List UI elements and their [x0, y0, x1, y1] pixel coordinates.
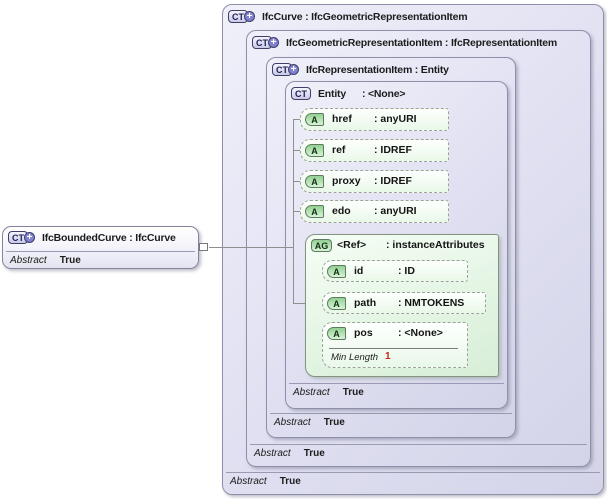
node-title-type: : <None>	[361, 87, 406, 100]
attribute-icon: A	[305, 205, 324, 218]
abstract-label: Abstract	[293, 387, 330, 398]
plus-icon[interactable]: +	[268, 37, 279, 48]
attribute-icon: A	[305, 113, 324, 126]
attribute-name: id	[354, 265, 364, 277]
abstract-footer: Abstract True	[6, 251, 195, 266]
abstract-value: True	[323, 417, 345, 428]
plus-icon[interactable]: +	[288, 64, 299, 75]
attribute-row-edo[interactable]: A edo : anyURI	[300, 200, 449, 223]
complex-type-icon: CT	[291, 87, 311, 100]
attribute-row-pos[interactable]: A pos : <None> Min Length 1	[322, 322, 468, 368]
abstract-value: True	[279, 476, 301, 487]
node-ifccurve-title: CT+ IfcCurve : IfcGeometricRepresentatio…	[228, 10, 468, 23]
attribute-type: : <None>	[398, 327, 443, 339]
min-length-label: Min Length	[331, 352, 379, 363]
attribute-type: : IDREF	[374, 175, 412, 187]
node-entity-title: CT Entity : <None>	[291, 87, 405, 100]
plus-icon[interactable]: +	[24, 232, 35, 243]
min-length-value: 1	[385, 351, 391, 362]
attribute-name: path	[354, 297, 377, 309]
attribute-row-id[interactable]: A id : ID	[322, 260, 468, 282]
node-title-text: IfcCurve : IfcGeometricRepresentationIte…	[262, 10, 468, 23]
attribute-row-proxy[interactable]: A proxy : IDREF	[300, 170, 449, 193]
node-title-text: IfcGeometricRepresentationItem : IfcRepr…	[286, 36, 558, 49]
abstract-footer: Abstract True	[250, 444, 587, 459]
node-repitem-title: CT+ IfcRepresentationItem : Entity	[272, 63, 449, 76]
abstract-label: Abstract	[274, 417, 311, 428]
node-ifcboundedcurve[interactable]: CT+ IfcBoundedCurve : IfcCurve Abstract …	[2, 226, 199, 269]
node-title-text: IfcRepresentationItem : Entity	[306, 63, 449, 76]
attribute-type: : ID	[398, 265, 415, 277]
attribute-name: edo	[332, 205, 351, 217]
node-title-text: Entity	[318, 87, 346, 100]
attribute-row-path[interactable]: A path : NMTOKENS	[322, 292, 486, 314]
attribute-name: proxy	[332, 175, 361, 187]
node-ifcboundedcurve-title: CT+ IfcBoundedCurve : IfcCurve	[8, 231, 176, 244]
attribute-icon: A	[327, 327, 346, 340]
attribute-name: ref	[332, 144, 346, 156]
attribute-icon: A	[305, 144, 324, 157]
facet-divider	[329, 348, 458, 349]
attribute-type: : IDREF	[374, 144, 412, 156]
abstract-label: Abstract	[254, 448, 291, 459]
abstract-footer: Abstract True	[270, 413, 512, 428]
plus-icon[interactable]: +	[244, 11, 255, 22]
group-type: : instanceAttributes	[386, 239, 485, 251]
node-title-text: IfcBoundedCurve : IfcCurve	[42, 231, 176, 244]
attribute-group-icon: AG	[311, 239, 332, 252]
abstract-label: Abstract	[230, 476, 267, 487]
abstract-label: Abstract	[10, 255, 47, 266]
collapse-handle[interactable]	[199, 243, 208, 251]
attribute-type: : NMTOKENS	[398, 297, 465, 309]
abstract-footer: Abstract True	[226, 472, 600, 487]
abstract-value: True	[59, 255, 81, 266]
abstract-value: True	[303, 448, 325, 459]
attribute-type: : anyURI	[374, 205, 417, 217]
attribute-name: href	[332, 113, 352, 125]
attribute-icon: A	[327, 265, 346, 278]
abstract-value: True	[342, 387, 364, 398]
attribute-row-ref[interactable]: A ref : IDREF	[300, 139, 449, 162]
attribute-icon: A	[327, 297, 346, 310]
attribute-type: : anyURI	[374, 113, 417, 125]
node-geomrepitem-title: CT+ IfcGeometricRepresentationItem : Ifc…	[252, 36, 557, 49]
abstract-footer: Abstract True	[289, 383, 504, 398]
group-name: <Ref>	[337, 239, 367, 251]
attribute-name: pos	[354, 327, 373, 339]
attribute-icon: A	[305, 175, 324, 188]
attribute-row-href[interactable]: A href : anyURI	[300, 108, 449, 131]
